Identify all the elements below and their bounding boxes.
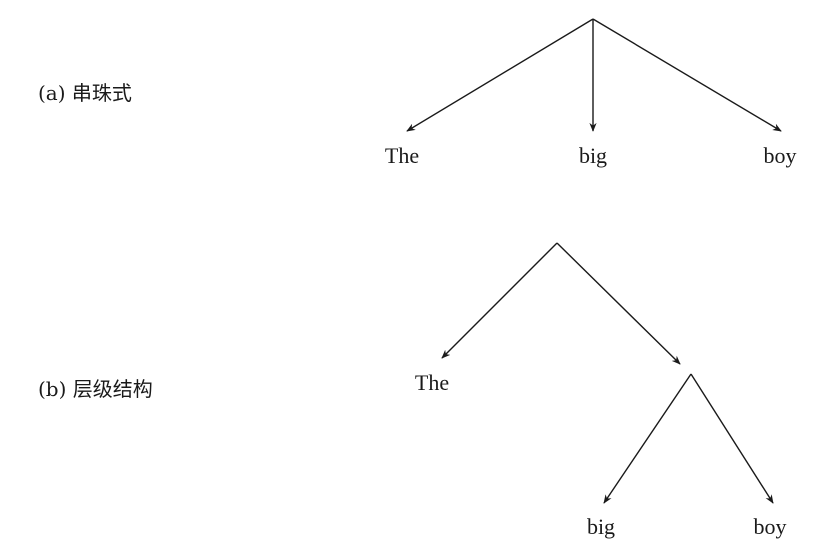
diagram-b-word-the: The	[414, 370, 450, 395]
diagram-b-word-big: big	[586, 514, 616, 539]
diagram-a-word-big: big	[578, 143, 608, 168]
edge-a-root-boy	[592, 18, 782, 132]
edge-a-root-the	[406, 18, 594, 132]
diagram-a-word-the: The	[384, 143, 420, 168]
diagram-a-label: (a) 串珠式	[38, 81, 132, 105]
diagram-b-label: (b) 层级结构	[38, 377, 153, 401]
diagram-b-word-boy: boy	[753, 514, 787, 539]
edge-b-root-the	[441, 242, 558, 359]
edge-b-root-node	[556, 242, 681, 365]
diagram-a-word-boy: boy	[763, 143, 797, 168]
edge-b-node-boy	[690, 373, 774, 504]
edge-b-node-big	[603, 373, 692, 504]
